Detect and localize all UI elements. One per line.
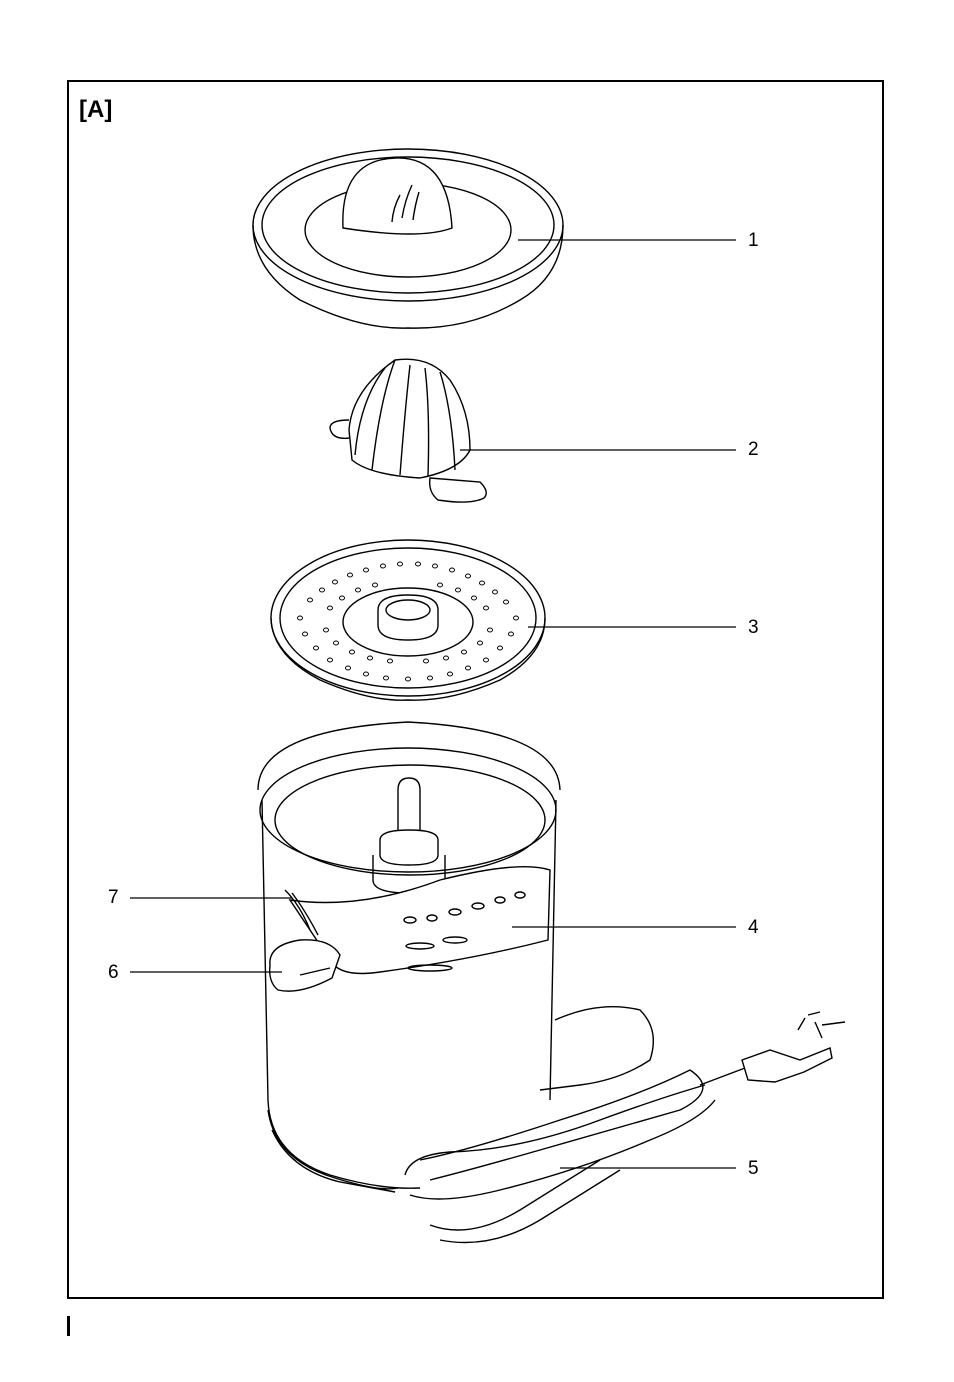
callout-2: 2 [748,439,759,461]
callout-6: 6 [108,962,119,984]
spout-icon [270,940,340,991]
callout-3: 3 [748,617,759,639]
juicing-cone-icon [330,359,486,502]
pulp-filter-icon [271,540,545,700]
callout-7: 7 [108,887,119,909]
callout-1: 1 [748,230,759,252]
callout-5: 5 [748,1158,759,1180]
page-marker [67,1316,70,1336]
dust-cover-icon [253,149,563,328]
callout-4: 4 [748,917,759,939]
power-cord-icon [405,1007,845,1243]
